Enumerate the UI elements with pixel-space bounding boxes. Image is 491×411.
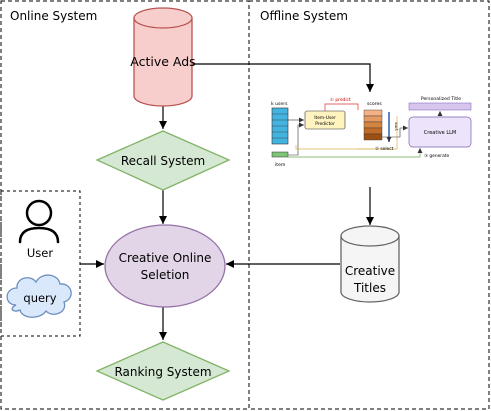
select-label: ② select — [375, 146, 394, 152]
creative-titles-label-line2: Titles — [353, 281, 386, 295]
ranking-system-label: Ranking System — [114, 365, 211, 379]
personalized-title-label: Personalized Title — [421, 96, 461, 102]
creative-titles-cylinder: Creative Titles — [340, 225, 400, 303]
offline-panel — [248, 0, 490, 410]
online-panel-title: Online System — [10, 9, 97, 23]
active-ads-cylinder: Active Ads — [130, 7, 196, 107]
creative-online-label-line1: Creative Online — [119, 251, 212, 265]
arrow-ads-to-offline — [192, 63, 374, 92]
query-label: query — [23, 291, 56, 305]
sort-label: sort — [393, 122, 399, 131]
query-cloud-icon: query — [6, 274, 72, 318]
creative-online-selection-node: Creative Online Seletion — [104, 224, 226, 308]
k-users-label: k users — [271, 101, 288, 107]
recall-system-node: Recall System — [95, 130, 231, 191]
active-ads-label: Active Ads — [130, 54, 195, 69]
predictor-label-line2: Predictor — [315, 121, 335, 127]
predictor-label-line1: Item-User — [314, 115, 336, 121]
user-icon — [18, 199, 60, 244]
recall-system-label: Recall System — [121, 154, 205, 168]
creative-titles-label-line1: Creative — [345, 264, 395, 278]
creative-online-label-line2: Seletion — [141, 268, 190, 282]
generate-label: ③ generate — [424, 153, 450, 159]
offline-pipeline-figure: k users item Item-User Predictor ① predi… — [271, 96, 472, 168]
item-label: item — [275, 162, 286, 168]
personalized-title-bar — [408, 102, 472, 111]
creative-llm-label: Creative LLM — [424, 130, 456, 136]
item-block — [271, 151, 289, 158]
offline-panel-title: Offline System — [260, 9, 348, 23]
scores-label: scores — [367, 101, 382, 107]
user-label: User — [27, 246, 53, 260]
ranking-system-node: Ranking System — [95, 341, 231, 401]
predict-label: ① predict — [330, 97, 351, 103]
